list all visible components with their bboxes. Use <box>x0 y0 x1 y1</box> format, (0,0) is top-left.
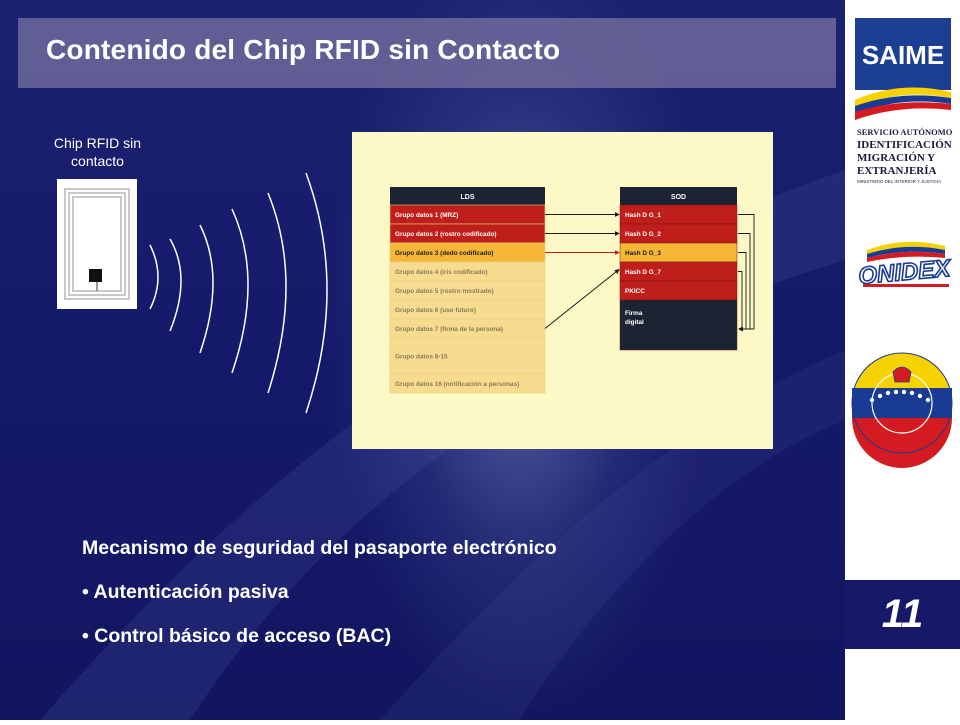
lds-row-label: Grupo datos 1 (MRZ) <box>395 212 458 219</box>
bullet-bac: • Control básico de acceso (BAC) <box>82 625 392 647</box>
page-number-box: 11 <box>845 580 960 649</box>
sod-header-cell <box>620 187 737 205</box>
lds-row-label: Grupo datos 8-15 <box>395 354 448 361</box>
chip-die <box>89 269 102 282</box>
rfid-signal-waves-icon <box>149 172 328 414</box>
lds-row <box>389 373 546 394</box>
sod-row-label: Hash D G_7 <box>625 269 661 276</box>
lds-row-label: Grupo datos 16 (notificación a personas) <box>395 381 519 388</box>
lds-row-label: Grupo datos 5 (rostro mostrado) <box>395 288 494 295</box>
signature-arrow <box>738 271 743 332</box>
lds-sod-diagram: LDS Grupo datos 1 (MRZ) Grupo datos 2 (ros… <box>389 187 755 394</box>
onidex-logo: ONIDEX <box>857 241 954 291</box>
bullet-heading: Mecanismo de seguridad del pasaporte ele… <box>82 537 557 559</box>
sod-row-label: Hash D G_2 <box>625 231 661 238</box>
chip-content-diagram: LDS Grupo datos 1 (MRZ) Grupo datos 2 (ros… <box>352 132 773 449</box>
saime-caption-2: IDENTIFICACIÓN <box>857 139 952 151</box>
sod-header: SOD <box>671 194 686 201</box>
lds-header: LDS <box>461 194 475 201</box>
rfid-chip-illustration <box>57 179 137 309</box>
ministry-seal-icon <box>851 352 953 468</box>
page-number: 11 <box>881 592 924 636</box>
sod-row-label: Hash D G_3 <box>625 250 661 257</box>
bullet-passive-auth: • Autenticación pasiva <box>82 581 289 603</box>
sidebar-logos: SAIME SERVICIO AUTÓNOMO IDENTIFICACIÓN M… <box>845 0 960 720</box>
lds-row-label: Grupo datos 4 (iris codificado) <box>395 269 488 276</box>
saime-logo: SAIME SERVICIO AUTÓNOMO IDENTIFICACIÓN M… <box>855 18 953 184</box>
lds-row <box>389 337 546 375</box>
hash-arrow <box>544 268 620 329</box>
saime-logo-text: SAIME <box>862 40 944 70</box>
lds-row-label: Grupo datos 3 (dedo codificado) <box>395 250 493 257</box>
saime-caption-4: EXTRANJERÍA <box>857 165 937 177</box>
bullet-list: Mecanismo de seguridad del pasaporte ele… <box>82 535 557 667</box>
sod-row <box>619 299 738 351</box>
lds-row-label: Grupo datos 6 (uso futuro) <box>395 307 476 314</box>
title-bar: Contenido del Chip RFID sin Contacto <box>18 18 836 88</box>
seal-stars <box>869 389 931 403</box>
saime-ministry: MINISTERIO DEL INTERIOR Y JUSTICIA <box>857 179 941 184</box>
hash-arrows <box>544 212 755 332</box>
lds-row-label: Grupo datos 2 (rostro codificado) <box>395 231 497 238</box>
chip-label: Chip RFID sin contacto <box>53 135 142 169</box>
lds-header-cell <box>390 187 545 205</box>
slide-main: Contenido del Chip RFID sin Contacto Chi… <box>0 0 845 720</box>
lds-table: LDS Grupo datos 1 (MRZ) Grupo datos 2 (ros… <box>389 187 546 394</box>
sod-row-label: PKICC <box>625 288 645 295</box>
lds-row-label: Grupo datos 7 (firma de la persona) <box>395 326 503 333</box>
rfid-antenna-icon <box>64 188 130 300</box>
logo-column: SAIME SERVICIO AUTÓNOMO IDENTIFICACIÓN M… <box>851 18 954 468</box>
signature-arrow <box>738 233 751 332</box>
page-title: Contenido del Chip RFID sin Contacto <box>46 34 561 65</box>
saime-caption-3: MIGRACIÓN Y <box>857 152 935 164</box>
saime-caption-1: SERVICIO AUTÓNOMO <box>857 127 953 137</box>
sod-row-label: Hash D G_1 <box>625 212 661 219</box>
